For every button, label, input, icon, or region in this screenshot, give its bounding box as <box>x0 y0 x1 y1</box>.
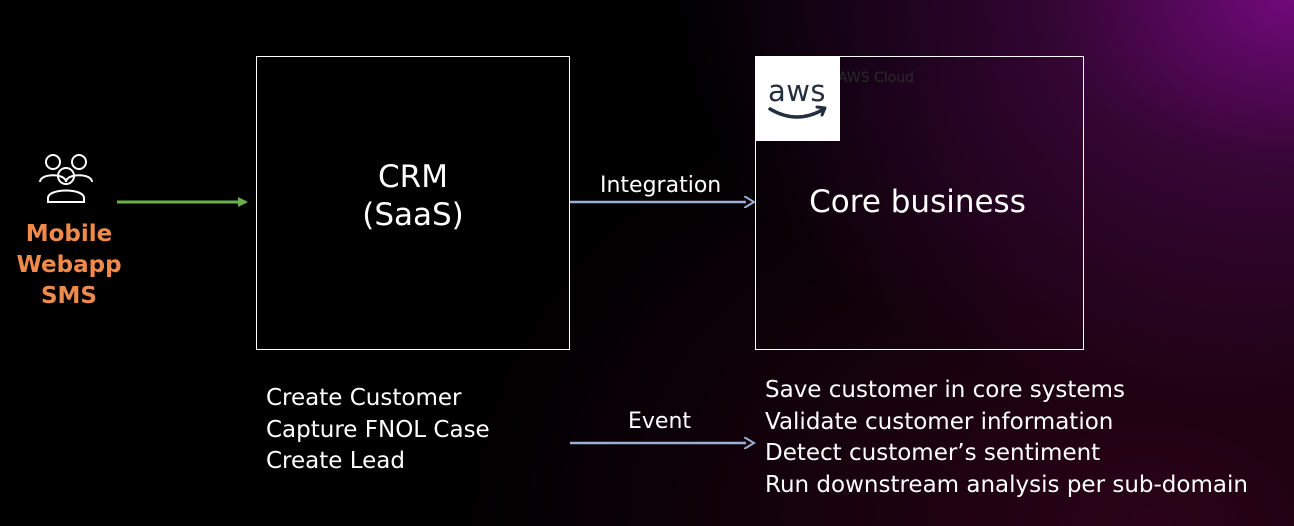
list-item: Validate customer information <box>765 408 1114 435</box>
list-item: Detect customer’s sentiment <box>765 440 1101 466</box>
crm-title: CRM (SaaS) <box>256 158 570 234</box>
channel-list: Mobile Webapp SMS <box>10 219 128 312</box>
aws-logo: aws <box>756 57 840 141</box>
users-icon <box>38 152 94 204</box>
core-business-title: Core business <box>809 184 1026 220</box>
crm-title-line: CRM <box>378 159 448 195</box>
channel-label: Mobile <box>25 221 113 247</box>
crm-box <box>256 56 570 350</box>
integration-label: Integration <box>600 173 722 198</box>
list-item: Run downstream analysis per sub-domain <box>765 471 1248 498</box>
core-business-box <box>755 56 1084 350</box>
list-item: Save customer in core systems <box>765 377 1125 403</box>
aws-cloud-label: AWS Cloud <box>838 70 914 86</box>
crm-action-list: Create Customer Capture FNOL Case Create… <box>266 383 490 478</box>
aws-logo-text: aws <box>768 74 826 108</box>
list-item: Create Customer <box>266 385 462 411</box>
crm-title-line: (SaaS) <box>362 197 464 233</box>
channel-label: Webapp <box>16 252 122 278</box>
list-item: Create Lead <box>266 448 405 474</box>
event-label: Event <box>628 409 692 434</box>
core-action-list: Save customer in core systems Validate c… <box>765 375 1248 501</box>
channel-label: SMS <box>40 283 98 309</box>
list-item: Capture FNOL Case <box>266 416 490 443</box>
